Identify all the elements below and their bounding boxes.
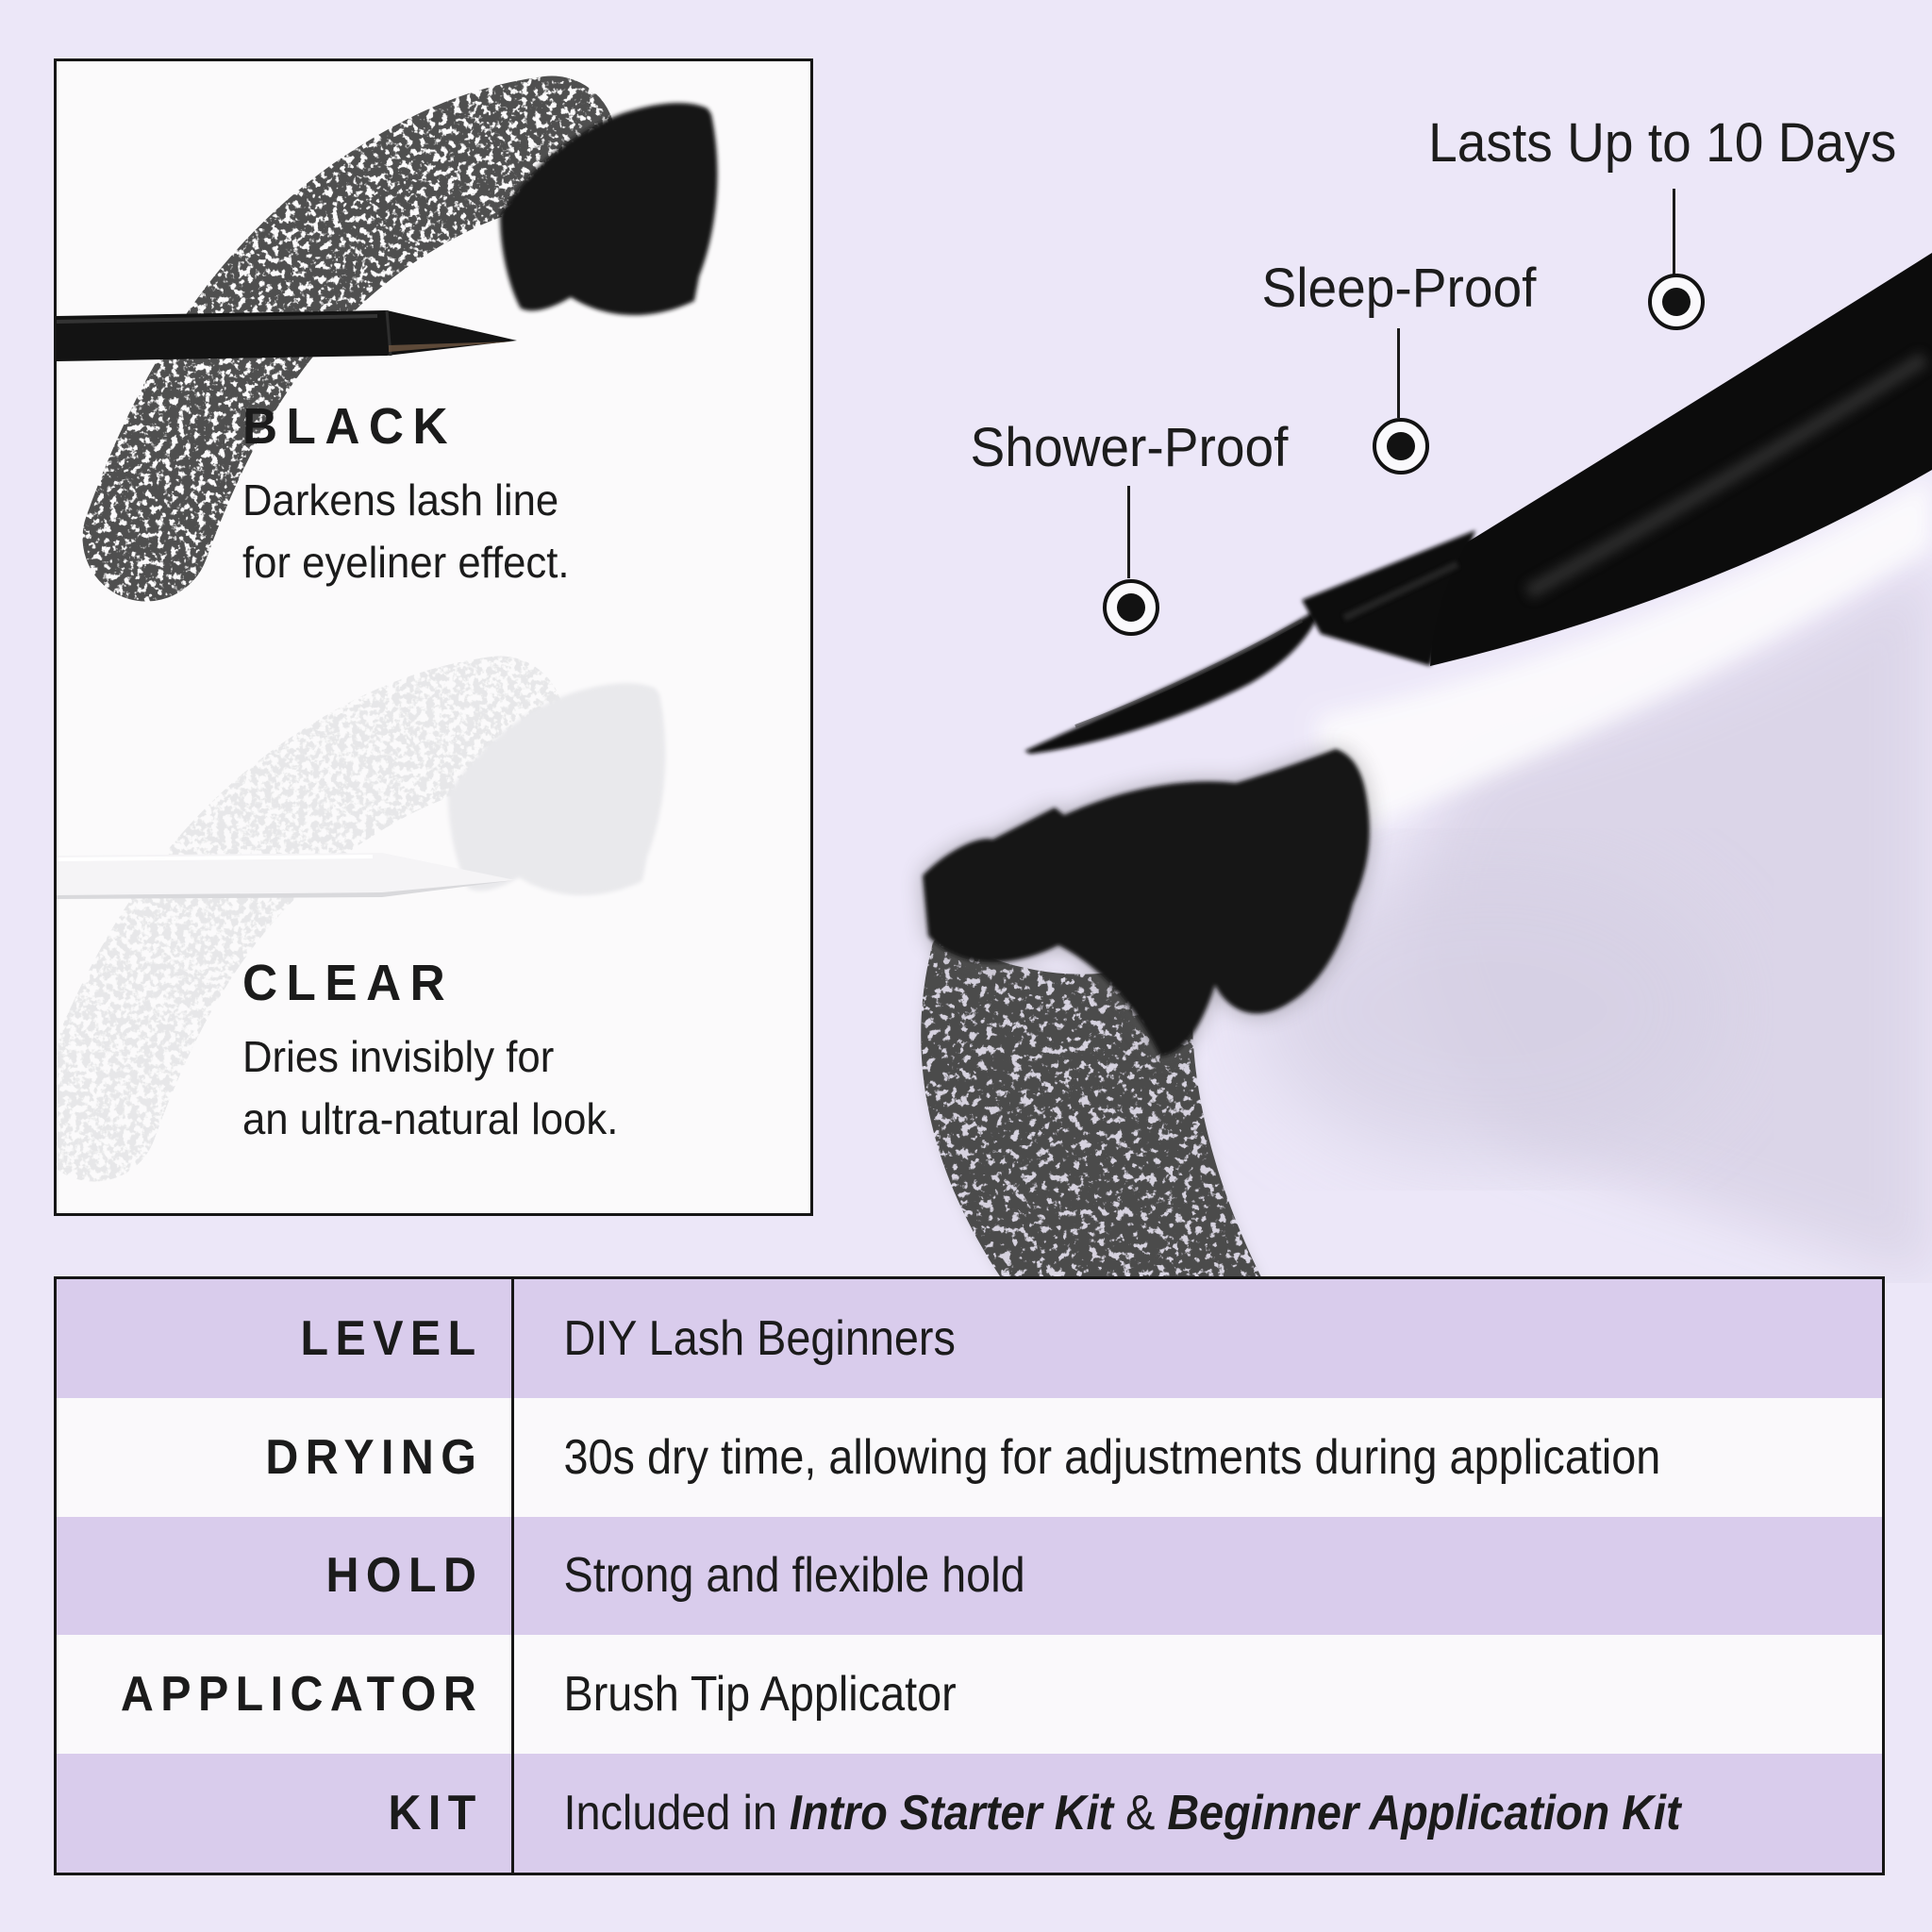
shade-comparison-card: BLACK Darkens lash line for eyeliner eff… <box>54 58 813 1216</box>
row-label: KIT <box>388 1786 483 1841</box>
callout-line-sleep <box>1397 328 1400 418</box>
row-value: 30s dry time, allowing for adjustments d… <box>563 1429 1661 1485</box>
callout-label-sleep: Sleep-Proof <box>1261 258 1537 319</box>
swatch-blob <box>923 749 1370 1057</box>
pen-highlight <box>1524 352 1929 599</box>
row-label: APPLICATOR <box>120 1667 483 1723</box>
callout-dot-icon <box>1662 288 1690 316</box>
callout-line-shower <box>1127 486 1130 578</box>
black-pen-highlight <box>57 314 378 324</box>
row-label: DRYING <box>265 1429 483 1485</box>
brush-streak <box>1074 619 1303 728</box>
table-column-divider <box>511 1276 514 1875</box>
rim-light <box>1316 476 1932 830</box>
callout-marker-lasts <box>1648 274 1705 330</box>
clear-shade-title: CLEAR <box>242 955 455 1011</box>
table-row-applicator: APPLICATOR Brush Tip Applicator <box>57 1635 1882 1755</box>
callout-marker-shower <box>1103 579 1159 636</box>
table-row-hold: HOLD Strong and flexible hold <box>57 1516 1882 1636</box>
clear-pen-underside <box>57 880 515 899</box>
pen-ferrule-highlight <box>1342 560 1459 622</box>
clear-swatch-head <box>448 683 666 896</box>
clear-swatch-stroke <box>57 656 564 1182</box>
row-value: DIY Lash Beginners <box>563 1310 956 1366</box>
row-label: HOLD <box>325 1548 483 1604</box>
callout-dot-icon <box>1387 432 1415 460</box>
black-shade-line1: Darkens lash line <box>242 475 559 525</box>
swatch-artwork <box>57 75 718 1182</box>
clear-shade-line1: Dries invisibly for <box>242 1032 555 1081</box>
callout-label-lasts: Lasts Up to 10 Days <box>1427 112 1896 174</box>
swatch-tail <box>921 932 1262 1279</box>
table-row-kit: KIT Included in Intro Starter Kit & Begi… <box>57 1754 1882 1873</box>
clear-pen <box>57 853 515 899</box>
row-value: Brush Tip Applicator <box>563 1667 957 1723</box>
black-shade-line2: for eyeliner effect. <box>242 538 570 587</box>
swatch-tail-texture <box>921 932 1262 1279</box>
black-swatch-stroke <box>82 75 616 602</box>
row-value: Included in Intro Starter Kit & Beginner… <box>563 1786 1681 1841</box>
clear-shade-caption: CLEAR Dries invisibly for an ultra-natur… <box>242 954 638 1150</box>
row-label: LEVEL <box>300 1310 483 1366</box>
pen-ferrule <box>1302 530 1475 666</box>
swatch-shadow <box>1255 858 1726 1160</box>
kit-name-1: Intro Starter Kit <box>789 1786 1114 1841</box>
callout-label-shower: Shower-Proof <box>970 417 1289 478</box>
kit-name-2: Beginner Application Kit <box>1167 1786 1681 1841</box>
black-swatch-head <box>500 103 718 316</box>
spec-table: LEVEL DIY Lash Beginners DRYING 30s dry … <box>54 1276 1885 1875</box>
table-row-level: LEVEL DIY Lash Beginners <box>57 1279 1882 1398</box>
clear-pen-highlight <box>57 855 374 861</box>
callout-marker-sleep <box>1373 418 1429 475</box>
pen-shadow <box>1415 557 1932 1283</box>
black-pen-underside <box>389 341 513 352</box>
black-shade-caption: BLACK Darkens lash line for eyeliner eff… <box>242 397 587 593</box>
callout-dot-icon <box>1117 593 1145 622</box>
brush-tip <box>1024 608 1321 754</box>
table-row-drying: DRYING 30s dry time, allowing for adjust… <box>57 1397 1882 1517</box>
callout-line-lasts <box>1673 189 1675 275</box>
clear-shade-line2: an ultra-natural look. <box>242 1094 619 1143</box>
row-value: Strong and flexible hold <box>563 1548 1025 1604</box>
swatch-blob-halo <box>923 749 1370 1057</box>
black-shade-title: BLACK <box>242 398 458 455</box>
